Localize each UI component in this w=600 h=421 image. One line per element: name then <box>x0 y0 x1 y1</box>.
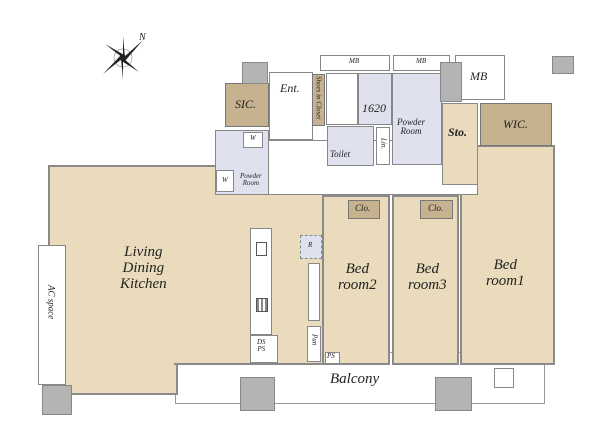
refrigerator-space <box>300 235 322 259</box>
storage-label: Sto. <box>448 125 468 139</box>
ldk-area-right <box>174 165 324 365</box>
meter-box-1-label: MB <box>349 57 360 65</box>
partition-panel <box>308 263 320 321</box>
ldk-label: Living Dining Kitchen <box>120 244 167 292</box>
bathroom <box>358 73 392 125</box>
closet-2-label: Clo. <box>428 203 444 213</box>
washer-1-label: W <box>250 134 256 142</box>
toilet-room <box>327 126 374 166</box>
shoe-in-closet <box>225 83 269 127</box>
powder-room-right <box>392 73 442 165</box>
ps-small-label: PS <box>327 352 335 360</box>
storage <box>442 103 478 185</box>
entrance-label: Ent. <box>280 81 300 95</box>
bathroom-size-label: 1620 <box>362 101 386 115</box>
bathtub <box>326 73 358 125</box>
sic-label: SIC. <box>235 97 256 111</box>
washer-2 <box>216 170 234 192</box>
compass-north-label: N <box>138 32 147 43</box>
closet-1 <box>348 200 380 219</box>
powder-left-line2: Room <box>242 179 260 188</box>
entrance <box>269 72 313 140</box>
bedroom-3 <box>392 195 459 365</box>
column <box>440 62 462 102</box>
ac-space-label: AC space <box>46 285 57 320</box>
meter-box-2-label: MB <box>416 57 427 65</box>
ldk-label-line2: Dining <box>122 259 165 276</box>
ldk-label-line1: Living <box>124 244 163 260</box>
meter-box-3-label: MB <box>470 69 488 83</box>
powder-left-line1: Powder <box>240 172 262 180</box>
balcony-label: Balcony <box>330 371 380 387</box>
wic-label: WIC. <box>503 117 528 131</box>
closet-1-label: Clo. <box>355 203 371 213</box>
compass-rose-icon: N <box>103 32 147 80</box>
bedroom-3-label-line2: room3 <box>408 276 447 293</box>
ds-ps <box>250 335 278 363</box>
washer-2-label: W <box>222 176 228 184</box>
pantry-label: Pan <box>310 334 319 346</box>
ps-label: PS <box>257 345 266 354</box>
refrigerator-label: R <box>308 241 313 249</box>
shoes-in-closet-label: Shoes in Closet <box>314 76 323 120</box>
powder-right-line1: Powder <box>397 117 425 127</box>
pantry <box>307 326 321 362</box>
stove-icon <box>256 298 268 312</box>
linen-closet <box>376 127 390 165</box>
bedroom-1-label-line2: room1 <box>486 272 525 289</box>
column <box>42 385 72 415</box>
toilet-label: Toilet <box>330 149 351 159</box>
bedroom-1-label-line1: Bed <box>493 257 517 273</box>
meter-box-1 <box>320 55 390 71</box>
ac-space <box>38 245 66 385</box>
column <box>552 56 574 74</box>
column <box>242 62 268 84</box>
bedroom-2 <box>322 195 390 365</box>
balcony-unit <box>494 368 514 388</box>
washer-1 <box>243 132 263 148</box>
sink-icon <box>256 242 267 256</box>
column <box>435 377 472 411</box>
bedroom-2-label-line2: room2 <box>338 276 377 293</box>
ldk-label-line3: Kitchen <box>120 275 167 292</box>
bedroom-2-label-line1: Bed <box>345 261 369 277</box>
column <box>240 377 275 411</box>
ps-small <box>325 352 340 364</box>
shoes-in-closet <box>312 74 325 126</box>
powder-right-line2: Room <box>400 126 422 137</box>
linen-label: Lin. <box>379 138 388 150</box>
walk-in-closet <box>480 103 552 146</box>
ds-label: DS <box>257 338 266 346</box>
bedroom-3-label-line1: Bed <box>415 261 439 277</box>
closet-2 <box>420 200 453 219</box>
